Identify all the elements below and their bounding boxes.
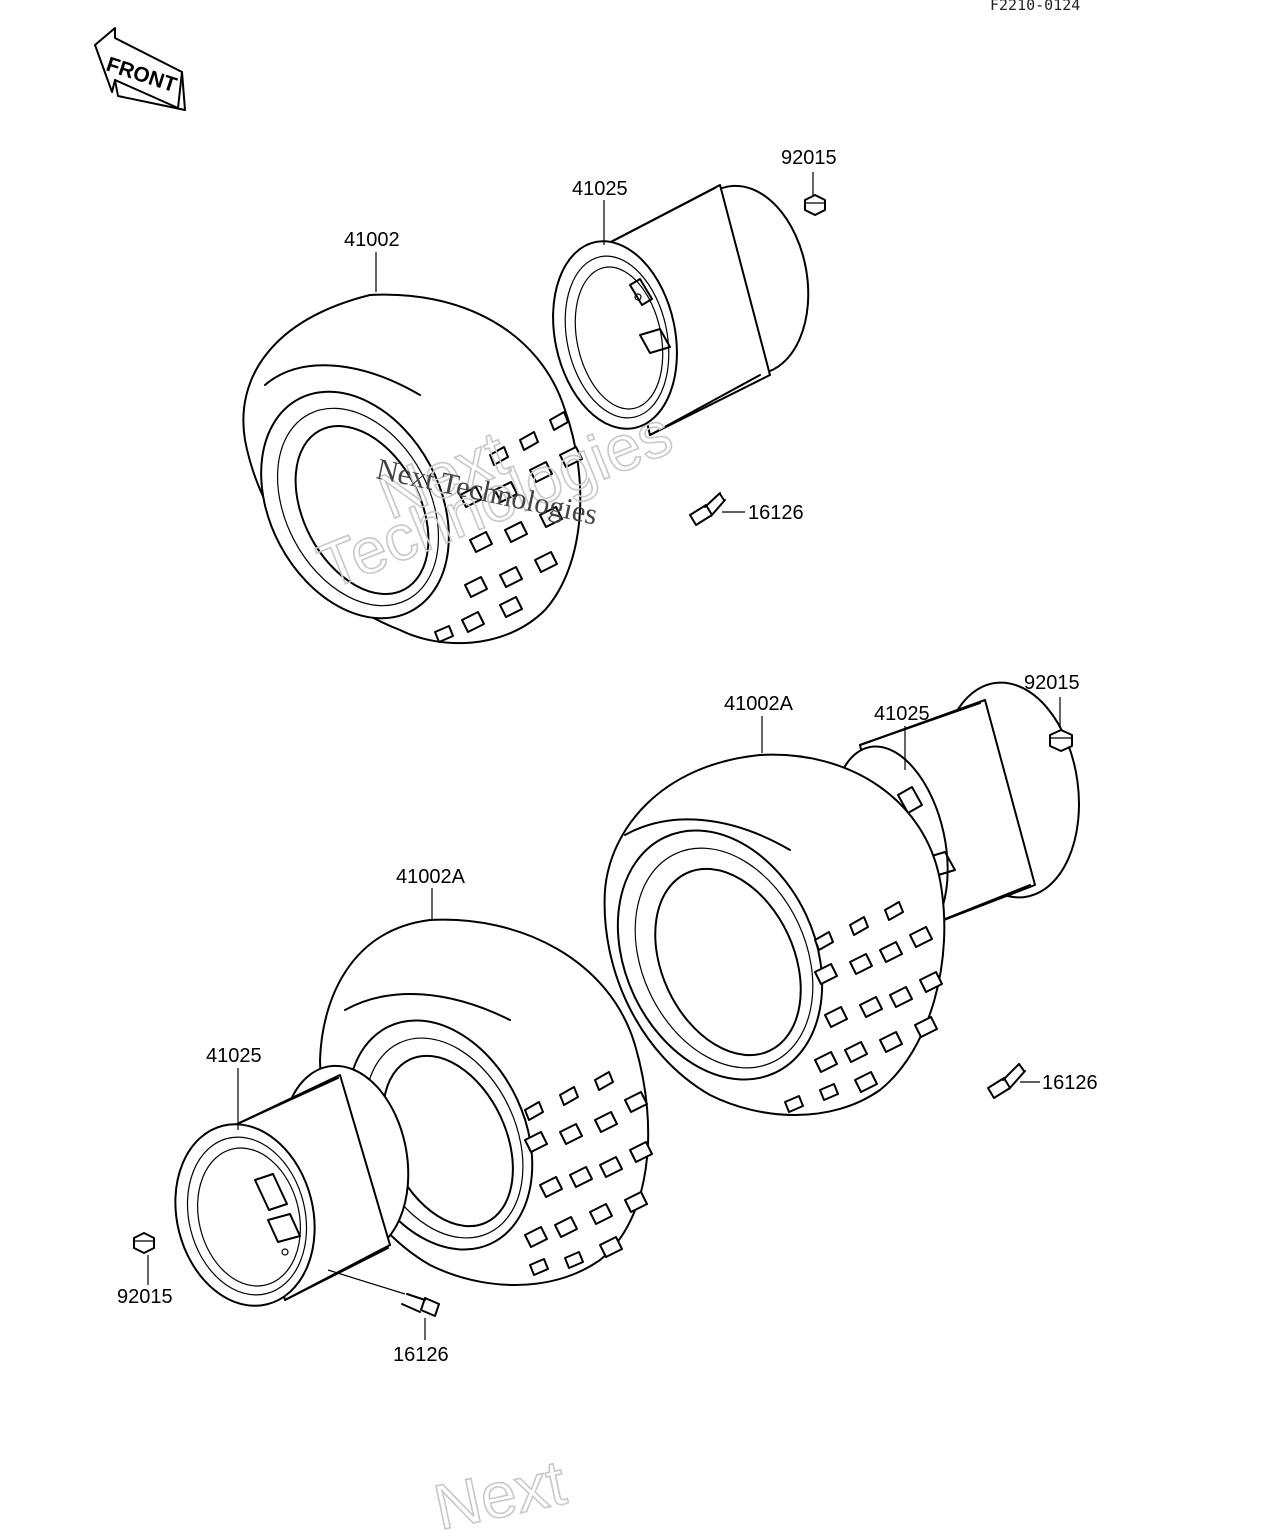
rear-right-tire-label: 41002A <box>724 693 794 715</box>
front-arrow-icon: FRONT <box>94 27 186 111</box>
top-nut-label: 92015 <box>781 147 837 169</box>
rear-left-rim-drawing <box>174 1064 410 1307</box>
top-nut-drawing <box>804 194 826 216</box>
rear-left-tire-label: 41002A <box>396 866 466 888</box>
top-wheel-assembly: 41002 41025 92015 16126 <box>242 147 837 645</box>
rear-left-valve-label: 16126 <box>393 1344 449 1366</box>
top-tire-drawing <box>242 293 583 645</box>
rear-right-wheel-assembly: 41002A 41025 92015 16126 <box>603 672 1098 1116</box>
top-rim-label: 41025 <box>572 178 628 200</box>
rear-left-nut-label: 92015 <box>117 1286 173 1308</box>
rear-left-nut-drawing <box>133 1232 155 1254</box>
rear-left-valve-drawing <box>327 1269 440 1317</box>
rear-right-valve-label: 16126 <box>1042 1072 1098 1094</box>
rear-right-nut-drawing <box>1049 729 1073 752</box>
watermark-bottom: Next <box>428 1446 572 1536</box>
top-rim-drawing <box>552 184 810 436</box>
top-tire-label: 41002 <box>344 229 400 251</box>
rear-right-valve-drawing <box>987 1063 1026 1099</box>
rear-right-nut-label: 92015 <box>1024 672 1080 694</box>
front-label: FRONT <box>103 53 179 97</box>
rear-left-wheel-assembly: 41002A 41025 92015 16126 <box>117 866 653 1366</box>
top-valve-drawing <box>689 492 726 526</box>
rear-left-rim-label: 41025 <box>206 1045 262 1067</box>
figure-code: F2210-0124 <box>990 0 1080 14</box>
rear-right-tire-drawing <box>603 753 946 1116</box>
top-valve-label: 16126 <box>748 502 804 524</box>
rear-right-rim-label: 41025 <box>874 703 930 725</box>
